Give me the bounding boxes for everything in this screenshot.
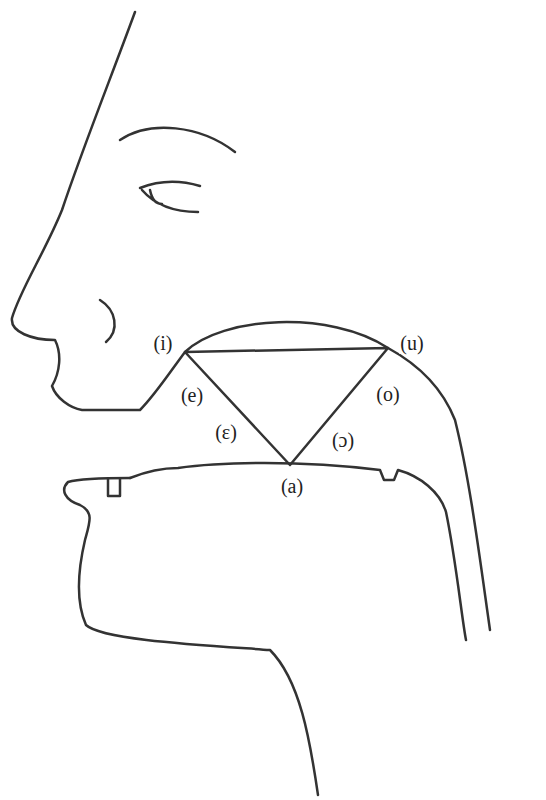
vowel-label: (u) xyxy=(399,332,424,354)
eyebrow xyxy=(120,128,235,152)
eye xyxy=(140,182,200,212)
nostril xyxy=(100,300,115,342)
vowel-triangle xyxy=(185,348,388,465)
vowel-label: (e) xyxy=(180,384,204,406)
lower-jaw xyxy=(64,478,318,795)
vowel-label: (a) xyxy=(280,475,304,497)
tongue-surface xyxy=(130,463,466,640)
vowel-label: (i) xyxy=(153,332,174,354)
face-profile xyxy=(12,12,490,630)
vowel-label: (ɔ) xyxy=(331,429,355,451)
lower-teeth xyxy=(108,479,120,496)
vowel-label: (ɛ) xyxy=(214,421,238,443)
vowel-label: (o) xyxy=(375,383,400,405)
